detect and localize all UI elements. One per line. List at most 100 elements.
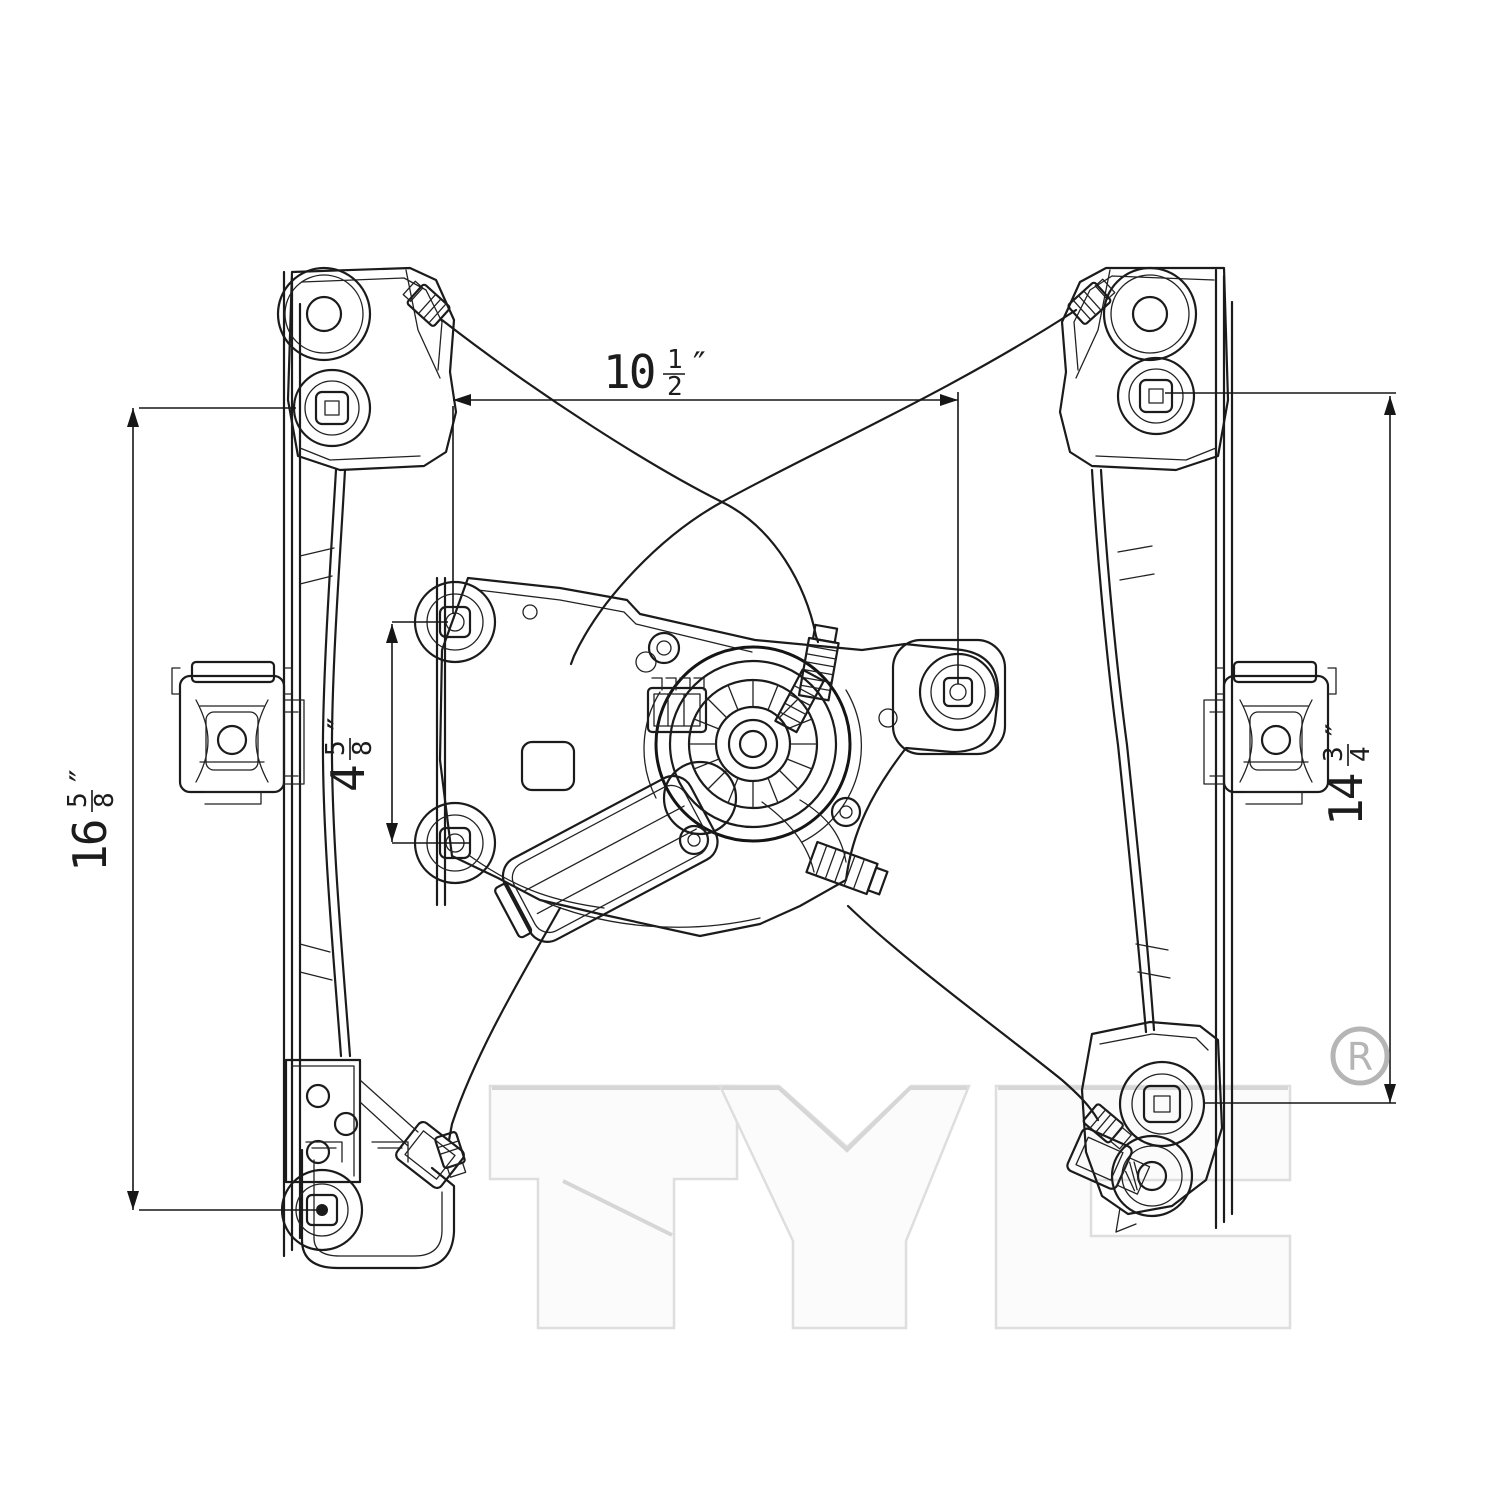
- registered-circle: [1330, 1026, 1390, 1086]
- left-top-mount-hole-ring: [284, 274, 364, 354]
- connector-inner: [653, 693, 701, 727]
- dim-whole: 16: [63, 821, 117, 872]
- bracket-braces: [359, 1079, 419, 1147]
- motor-housing: [501, 774, 719, 943]
- drum-hub: [727, 718, 779, 770]
- cable-lower-right: [846, 904, 1100, 1122]
- dim-unit: ″: [321, 716, 361, 734]
- right-door-mount-clip: [1203, 660, 1337, 805]
- motor-carrier-assembly: [413, 576, 1007, 943]
- cable-end-fitting-bottom-left: [434, 1131, 467, 1178]
- carrier-guide-channel: [435, 576, 447, 907]
- left-rail-curved-edge: [321, 468, 352, 1058]
- right-square-boss: [1116, 356, 1196, 436]
- clip-top-bar: [190, 660, 276, 684]
- clip-arm: [1203, 699, 1225, 785]
- fitting-tab: [1094, 278, 1116, 300]
- tensioner-threads: [800, 645, 838, 692]
- tensioner-braces: [761, 799, 847, 873]
- extension-lines: [139, 407, 316, 1211]
- dim-denominator: 2: [667, 372, 681, 402]
- arrowhead-top: [127, 408, 139, 427]
- right-top-bracket: [1058, 266, 1230, 472]
- right-top-mount-hole: [1131, 295, 1169, 333]
- left-top-mount-hole-outer: [276, 266, 372, 362]
- arrowhead-left: [453, 394, 471, 406]
- registered-letter: R: [1347, 1035, 1373, 1079]
- cable-upper-right: [569, 308, 1078, 666]
- fitting-body: [406, 283, 451, 327]
- dim-whole: 10: [603, 345, 654, 399]
- dimension-label: 16 5 8 ″: [63, 768, 120, 872]
- plate-hole-1: [305, 1083, 331, 1109]
- extension-lines: [452, 392, 959, 684]
- carrier-plate-outline: [438, 576, 1000, 938]
- bottom-left-clip: [1066, 1127, 1151, 1195]
- clip-inner-frame: [1249, 711, 1303, 771]
- clip-hole: [1260, 724, 1292, 756]
- right-rail-curved-edge: [1090, 468, 1156, 1034]
- clip-inner-curves: [1239, 699, 1313, 783]
- right-bottom-bracket: [1066, 1020, 1224, 1233]
- dim-whole: 4: [321, 766, 375, 792]
- right-lobe: [891, 638, 1007, 756]
- carrier-hole-mid: [635, 651, 657, 673]
- bottom-tabs: [305, 1141, 409, 1163]
- dim-unit: ″: [63, 768, 103, 786]
- carrier-hole-small: [522, 604, 538, 620]
- boss-hole: [949, 683, 967, 701]
- boss-ring: [1128, 368, 1184, 424]
- fitting-ticks: [437, 1140, 462, 1156]
- left-top-mount-hole: [305, 295, 343, 333]
- right-top-mount-hole-ring: [1110, 274, 1190, 354]
- clip-tabs: [1215, 667, 1337, 805]
- boss-square-hole: [324, 400, 340, 416]
- boss-square-hole: [1148, 388, 1164, 404]
- dimension-bracket-spacing: 4 5 8 ″: [321, 621, 470, 844]
- bottom-u-bracket: [300, 1148, 456, 1270]
- motor-housing-inner: [511, 784, 709, 934]
- drum-housing: [654, 645, 852, 843]
- lift-cables: [402, 278, 1132, 1178]
- clip-inner-frame: [205, 711, 259, 771]
- left-top-bracket: [286, 266, 458, 472]
- arrowhead-top: [1384, 396, 1396, 415]
- cable-upper-left: [440, 318, 820, 644]
- bottom-boss-ring: [1131, 1073, 1193, 1135]
- dim-denominator: 8: [348, 742, 378, 756]
- dim-numerator: 5: [63, 794, 93, 808]
- bottom-boss-outer: [1118, 1060, 1206, 1148]
- right-top-mount-hole-outer: [1102, 266, 1198, 362]
- fitting-tab: [1109, 1126, 1132, 1150]
- clip-arm: [283, 699, 305, 785]
- bottom-bracket-inner: [1099, 1033, 1209, 1233]
- left-square-boss: [292, 368, 372, 448]
- left-rail-ribs: [299, 547, 335, 981]
- clip-tabs: [171, 667, 293, 805]
- plate-hole-3: [305, 1139, 331, 1165]
- bottom-boss-square: [1142, 1084, 1182, 1124]
- dimension-height-right: 14 3 4 ″: [1165, 392, 1396, 1104]
- cable-end-fitting-top-right: [1067, 278, 1116, 325]
- right-rail-ribs: [1117, 545, 1171, 979]
- watermark-letter-y-shade: [722, 1086, 967, 1153]
- dim-numerator: 5: [321, 742, 351, 756]
- arrowhead-bottom: [127, 1191, 139, 1210]
- motor-connector: [646, 677, 708, 734]
- arrowhead-bottom: [1384, 1084, 1396, 1103]
- left-door-mount-clip: [171, 660, 305, 805]
- block-teeth: [779, 684, 816, 724]
- boss-outer: [1116, 356, 1196, 436]
- clip-body: [1222, 674, 1330, 794]
- carrier-plate-inner: [469, 589, 761, 928]
- clip-inner: [1075, 1136, 1124, 1181]
- dim-numerator: 1: [667, 345, 681, 375]
- boss-square: [1138, 378, 1174, 414]
- drum-bolt-2: [830, 796, 862, 828]
- drum-bolt-1-hole: [656, 640, 672, 656]
- gearbox-housing: [662, 760, 738, 836]
- dim-unit: ″: [689, 345, 707, 385]
- tensioner-cap: [866, 866, 889, 896]
